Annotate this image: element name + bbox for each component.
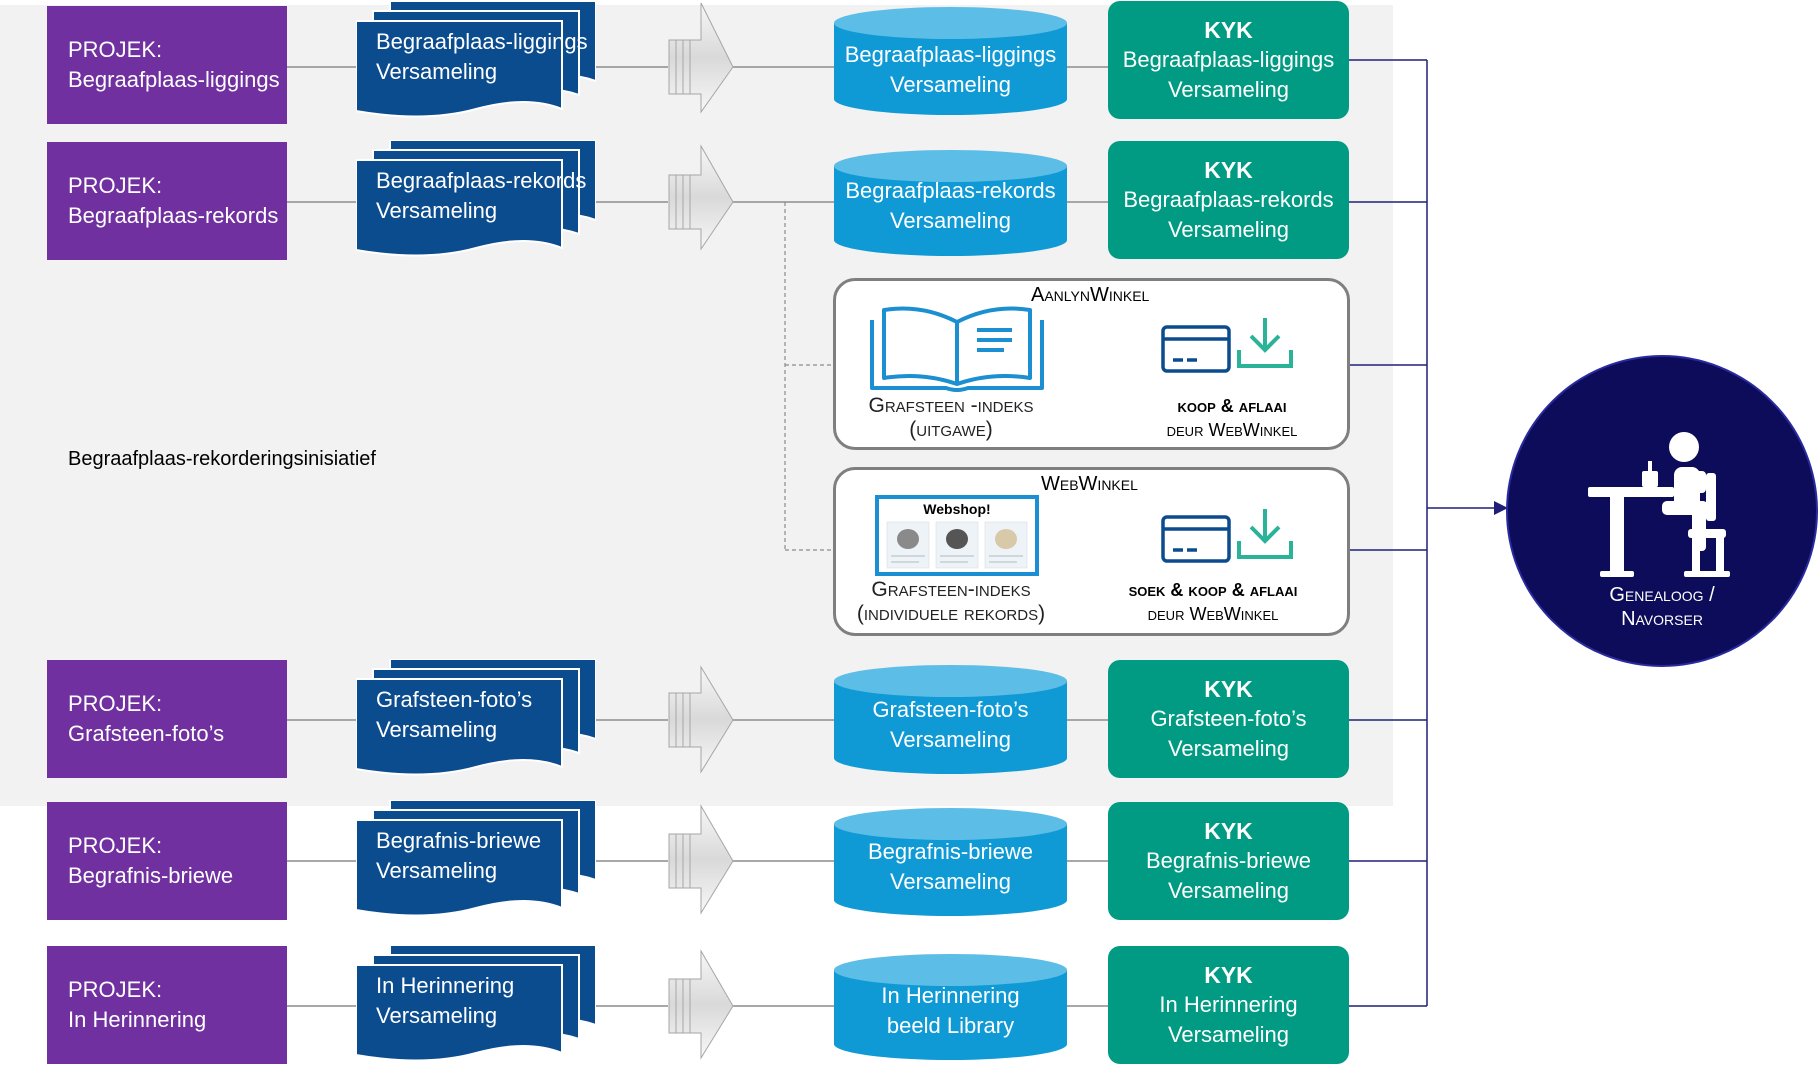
docs-line2: Versameling [376,59,498,84]
db-line2: Versameling [889,208,1012,233]
docs-line2: Versameling [376,717,498,742]
project-box: PROJEK: Begraafplaas-rekords [47,142,287,260]
open-book-icon [862,300,1052,392]
aanlyn-left-caption: Grafsteen -indeks (uitgawe) [842,394,1060,442]
kyk-title: KYK [1204,676,1253,702]
project-box: PROJEK: Grafsteen-foto’s [47,660,287,778]
db-line2: Versameling [889,72,1012,97]
webwinkel-left-line2: (individuele rekords) [856,602,1046,625]
kyk-line1: Begraafplaas-rekords [1123,187,1334,212]
kyk-line2: Versameling [1167,878,1290,903]
project-name: Grafsteen-foto’s [68,721,225,746]
project-prefix: PROJEK: [68,833,163,858]
project-box: PROJEK: Begraafplaas-liggings [47,6,287,124]
aanlyn-right-line1: koop & aflaai [1177,396,1287,416]
kyk-line2: Versameling [1167,1022,1290,1047]
project-name: Begrafnis-briewe [68,863,234,888]
webwinkel-left-line1: Grafsteen-indeks [871,578,1031,601]
block-arrow-icon [668,804,734,915]
webwinkel-right-line2: deur WebWinkel [1147,604,1279,624]
docs-line2: Versameling [376,198,498,223]
initiative-label: Begraafplaas-rekorderingsinisiatief [68,448,376,470]
block-arrow-icon [668,949,734,1060]
kyk-collection-button[interactable]: KYK Begraafplaas-liggings Versameling [1108,1,1349,119]
project-box: PROJEK: Begrafnis-briewe [47,802,287,920]
webwinkel-right-line1: soek & koop & aflaai [1128,580,1298,600]
kyk-collection-button[interactable]: KYK Begrafnis-briewe Versameling [1108,802,1349,920]
webwinkel-right-caption: soek & koop & aflaai deur WebWinkel [1104,578,1322,626]
docs-line2: Versameling [376,1003,498,1028]
webshop-thumbnail-icon: Webshop! [875,495,1039,576]
credit-card-icon [1161,515,1231,563]
db-line1: Grafsteen-foto’s [872,697,1029,722]
user-line2: Navorser [1621,608,1703,630]
kyk-line1: Begrafnis-briewe [1145,848,1312,873]
database-cylinder: In Herinnering beeld Library [834,954,1067,1060]
docs-line1: Grafsteen-foto’s [376,687,533,712]
kyk-line1: Grafsteen-foto’s [1150,706,1307,731]
credit-card-icon [1161,325,1231,373]
kyk-title: KYK [1204,962,1253,988]
aanlynwinkel-title: AanlynWinkel [1031,284,1150,306]
db-line1: Begrafnis-briewe [867,839,1034,864]
project-name: In Herinnering [68,1007,207,1032]
webwinkel-title: WebWinkel [1041,473,1138,495]
genealogist-researcher: Genealoog / Navorser [1506,355,1818,667]
kyk-collection-button[interactable]: KYK Grafsteen-foto’s Versameling [1108,660,1349,778]
docs-line1: Begrafnis-briewe [376,828,542,853]
db-line2: beeld Library [886,1013,1015,1038]
db-line1: Begraafplaas-liggings [844,42,1057,67]
project-name: Begraafplaas-liggings [68,67,280,92]
kyk-line2: Versameling [1167,736,1290,761]
kyk-title: KYK [1204,157,1253,183]
db-line2: Versameling [889,869,1012,894]
docs-line2: Versameling [376,858,498,883]
download-icon [1235,507,1295,561]
kyk-title: KYK [1204,818,1253,844]
project-prefix: PROJEK: [68,977,163,1002]
docs-line1: In Herinnering [376,973,515,998]
user-line1: Genealoog / [1609,584,1715,606]
block-arrow-icon [668,2,734,114]
kyk-title: KYK [1204,17,1253,43]
kyk-line2: Versameling [1167,77,1290,102]
db-line1: In Herinnering [881,983,1020,1008]
kyk-line1: Begraafplaas-liggings [1122,47,1335,72]
kyk-line1: In Herinnering [1159,992,1298,1017]
project-prefix: PROJEK: [68,37,163,62]
kyk-collection-button[interactable]: KYK Begraafplaas-rekords Versameling [1108,141,1349,259]
project-prefix: PROJEK: [68,173,163,198]
docs-line1: Begraafplaas-liggings [376,29,588,54]
db-line1: Begraafplaas-rekords [845,178,1056,203]
kyk-collection-button[interactable]: KYK In Herinnering Versameling [1108,946,1349,1064]
block-arrow-icon [668,144,734,251]
project-name: Begraafplaas-rekords [68,203,279,228]
block-arrow-icon [668,665,734,774]
aanlyn-right-line2: deur WebWinkel [1166,420,1298,440]
project-box: PROJEK: In Herinnering [47,946,287,1064]
webshop-thumb-title: Webshop! [923,501,991,517]
kyk-line2: Versameling [1167,217,1290,242]
download-icon [1235,316,1295,370]
aanlyn-left-line1: Grafsteen -indeks [868,394,1034,417]
project-prefix: PROJEK: [68,691,163,716]
db-line2: Versameling [889,727,1012,752]
aanlyn-right-caption: koop & aflaai deur WebWinkel [1134,394,1330,442]
docs-line1: Begraafplaas-rekords [376,168,587,193]
person-at-desk-icon [1588,432,1730,577]
webwinkel-left-caption: Grafsteen-indeks (individuele rekords) [842,578,1060,626]
aanlyn-left-line2: (uitgawe) [909,418,993,441]
